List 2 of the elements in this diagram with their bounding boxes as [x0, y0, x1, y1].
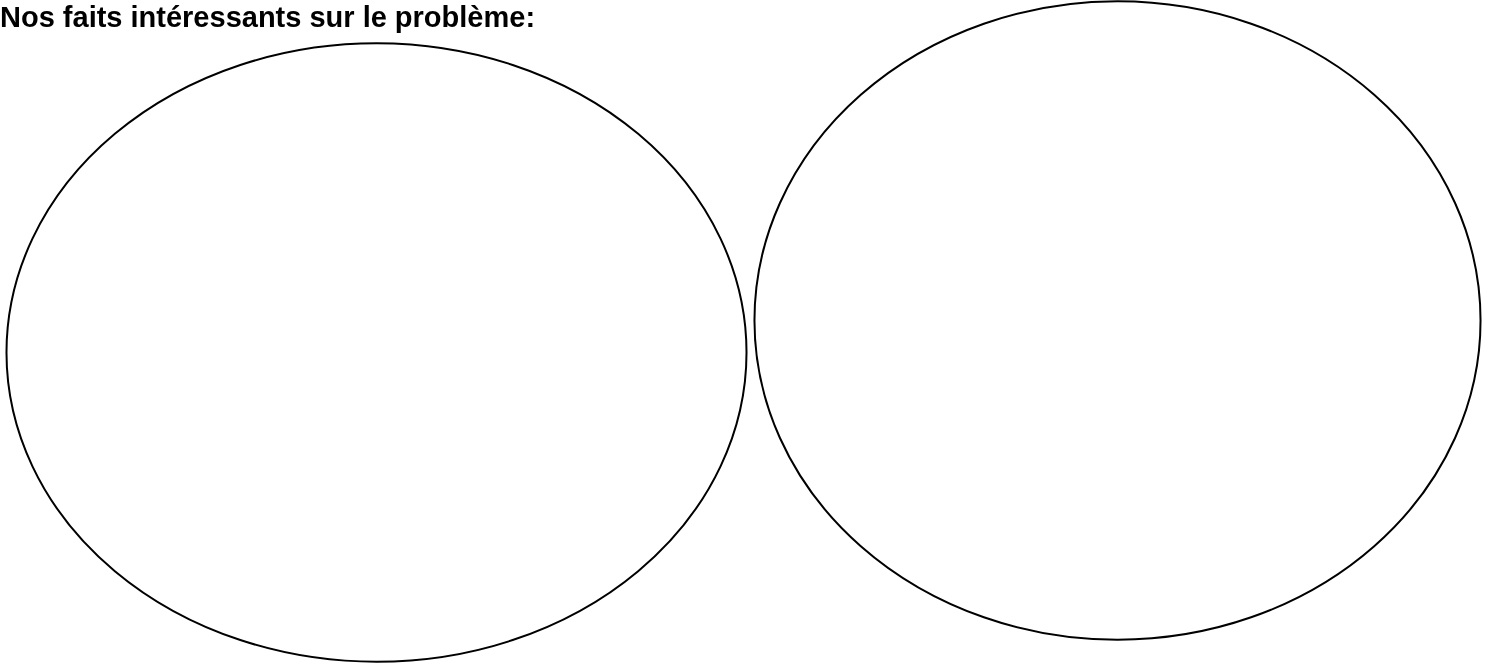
empty-ellipse — [753, 0, 1482, 641]
empty-ellipse — [5, 42, 748, 663]
